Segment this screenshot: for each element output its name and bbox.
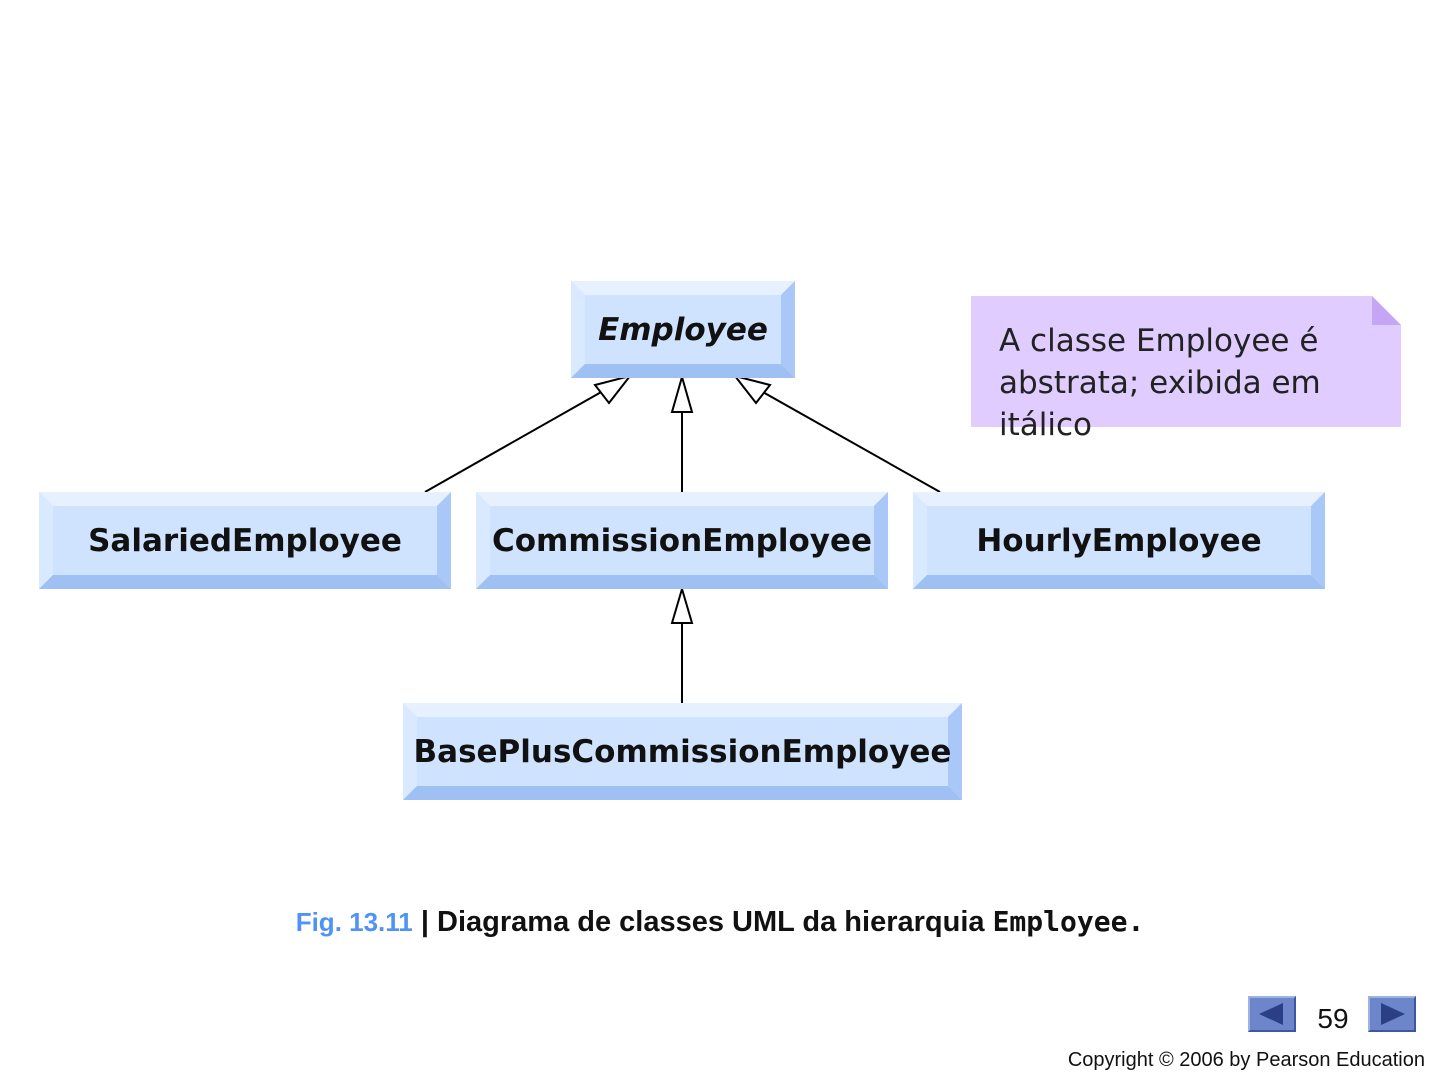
caption-description: Diagrama de classes UML da hierarquia bbox=[437, 906, 985, 938]
arrowhead-commission bbox=[670, 373, 694, 413]
note-shape bbox=[971, 296, 1401, 427]
class-employee-name: Employee bbox=[598, 311, 768, 348]
arrow-salaried-to-employee bbox=[424, 390, 604, 493]
copyright-notice: Copyright © 2006 by Pearson Education bbox=[1067, 1049, 1425, 1071]
caption-separator: | bbox=[420, 906, 429, 938]
uml-note: A classe Employee é abstrata; exibida em… bbox=[971, 296, 1401, 443]
arrow-hourly-to-employee bbox=[760, 390, 941, 493]
right-triangle-icon bbox=[1381, 1003, 1405, 1025]
left-triangle-icon bbox=[1259, 1003, 1283, 1025]
arrowhead-hourly bbox=[732, 374, 772, 405]
note-line-2: abstrata; exibida em itálico bbox=[999, 365, 1321, 443]
class-salaried-employee: SalariedEmployee bbox=[39, 492, 451, 589]
figure-caption: Fig. 13.11 | Diagrama de classes UML da … bbox=[0, 905, 1440, 939]
caption-period: . bbox=[1127, 905, 1145, 938]
note-text: A classe Employee é abstrata; exibida em… bbox=[999, 320, 1389, 446]
next-slide-button[interactable] bbox=[1368, 996, 1416, 1032]
arrowhead-salaried bbox=[593, 374, 633, 405]
class-commission-employee-name: CommissionEmployee bbox=[491, 522, 873, 559]
arrowhead-baseplus bbox=[670, 585, 694, 624]
class-base-plus-commission-employee: BasePlusCommissionEmployee bbox=[403, 703, 962, 800]
class-commission-employee: CommissionEmployee bbox=[476, 492, 888, 589]
class-hourly-employee-name: HourlyEmployee bbox=[976, 522, 1262, 559]
note-line-1: A classe Employee é bbox=[999, 323, 1319, 359]
class-salaried-employee-name: SalariedEmployee bbox=[88, 522, 402, 559]
class-employee: Employee bbox=[571, 281, 795, 378]
prev-slide-button[interactable] bbox=[1248, 996, 1296, 1032]
figure-number: Fig. 13.11 bbox=[295, 907, 413, 937]
class-base-plus-commission-employee-name: BasePlusCommissionEmployee bbox=[413, 733, 952, 770]
page-number: 59 bbox=[1317, 1003, 1349, 1034]
class-hourly-employee: HourlyEmployee bbox=[913, 492, 1325, 589]
caption-code: Employee bbox=[992, 905, 1128, 938]
